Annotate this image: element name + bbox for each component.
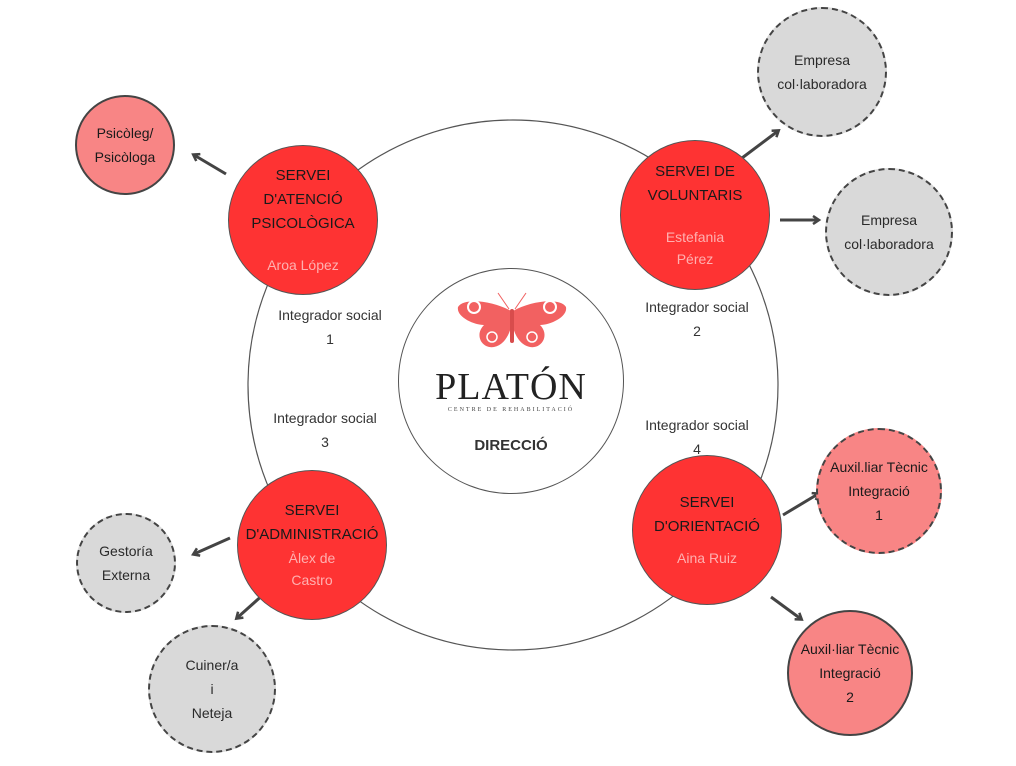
butterfly-logo-icon bbox=[457, 292, 567, 348]
service-person: Aina Ruiz bbox=[677, 550, 737, 566]
partner-company-2: Empresa col·laboradora bbox=[825, 168, 953, 296]
integrator-label: Integrador social bbox=[645, 417, 749, 433]
service-title: D'ATENCIÓ bbox=[263, 191, 343, 208]
node-text: 2 bbox=[846, 689, 854, 705]
service-title: SERVEI bbox=[275, 167, 331, 184]
external-agency-node: Gestoría Externa bbox=[76, 513, 176, 613]
integrator-label: Integrador social bbox=[278, 307, 382, 323]
node-text: Externa bbox=[101, 567, 151, 583]
partner-company-1: Empresa col·laboradora bbox=[757, 7, 887, 137]
node-text: Empresa bbox=[860, 212, 918, 228]
service-person: Àlex de Castro bbox=[288, 550, 336, 588]
integrator-label: Integrador social bbox=[273, 410, 377, 426]
direction-title: DIRECCIÓ bbox=[474, 437, 548, 454]
integrator-3: Integrador social 3 bbox=[255, 406, 395, 454]
service-title: SERVEI bbox=[284, 502, 340, 519]
service-title: PSICOLÒGICA bbox=[251, 215, 355, 232]
integrator-1: Integrador social 1 bbox=[260, 303, 400, 351]
service-psychological: SERVEI D'ATENCIÓ PSICOLÒGICA Aroa López bbox=[228, 145, 378, 295]
outer-ring bbox=[247, 119, 779, 651]
integration-assistant-1: Auxil.liar Tècnic Integració 1 bbox=[816, 428, 942, 554]
integrator-4: Integrador social 4 bbox=[627, 413, 767, 461]
brand-name: PLATÓN bbox=[435, 366, 587, 408]
node-text: Empresa bbox=[793, 52, 851, 68]
node-text: Gestoría bbox=[99, 543, 153, 559]
service-title: D'ORIENTACIÓ bbox=[654, 518, 760, 535]
node-text: 1 bbox=[875, 507, 883, 523]
service-title: VOLUNTARIS bbox=[647, 187, 743, 204]
service-title: D'ADMINISTRACIÓ bbox=[245, 526, 379, 543]
node-text: Auxil·liar Tècnic bbox=[800, 641, 900, 657]
service-volunteers: SERVEI DE VOLUNTARIS Estefania Pérez bbox=[620, 140, 770, 290]
node-text: col·laboradora bbox=[777, 76, 867, 92]
service-person: Aroa López bbox=[267, 257, 339, 273]
arrow-to-psicoleg bbox=[194, 155, 227, 176]
node-text: i bbox=[210, 681, 214, 697]
integrator-number: 1 bbox=[326, 331, 334, 347]
node-text: Cuiner/a bbox=[185, 657, 239, 673]
node-text: Psicòleg/ bbox=[96, 125, 154, 141]
node-text: Neteja bbox=[191, 705, 233, 721]
integrator-number: 4 bbox=[693, 441, 701, 457]
cook-cleaning-node: Cuiner/a i Neteja bbox=[148, 625, 276, 753]
integrator-number: 3 bbox=[321, 434, 329, 450]
node-text: Integració bbox=[848, 483, 910, 499]
node-text: Integració bbox=[819, 665, 881, 681]
brand-subtitle: CENTRE DE REHABILITACIÓ bbox=[447, 407, 575, 413]
arrow-to-auxiliar2 bbox=[770, 595, 801, 619]
service-orientation: SERVEI D'ORIENTACIÓ Aina Ruiz bbox=[632, 455, 782, 605]
service-title: SERVEI bbox=[679, 494, 735, 511]
direction-node: PLATÓN CENTRE DE REHABILITACIÓ DIRECCIÓ bbox=[398, 268, 624, 494]
integrator-number: 2 bbox=[693, 323, 701, 339]
service-title: SERVEI DE bbox=[655, 163, 735, 180]
service-person: Estefania Pérez bbox=[665, 229, 725, 267]
node-text: Auxil.liar Tècnic bbox=[830, 459, 928, 475]
integrator-label: Integrador social bbox=[645, 299, 749, 315]
arrow-to-empresa1 bbox=[741, 131, 778, 160]
node-text: Psicòloga bbox=[94, 149, 156, 165]
arrow-to-auxiliar1 bbox=[782, 494, 818, 517]
node-text: col·laboradora bbox=[844, 236, 934, 252]
integration-assistant-2: Auxil·liar Tècnic Integració 2 bbox=[787, 610, 913, 736]
integrator-2: Integrador social 2 bbox=[627, 295, 767, 343]
service-administration: SERVEI D'ADMINISTRACIÓ Àlex de Castro bbox=[237, 470, 387, 620]
psychologist-node: Psicòleg/ Psicòloga bbox=[75, 95, 175, 195]
arrow-to-gestoria bbox=[194, 536, 231, 554]
